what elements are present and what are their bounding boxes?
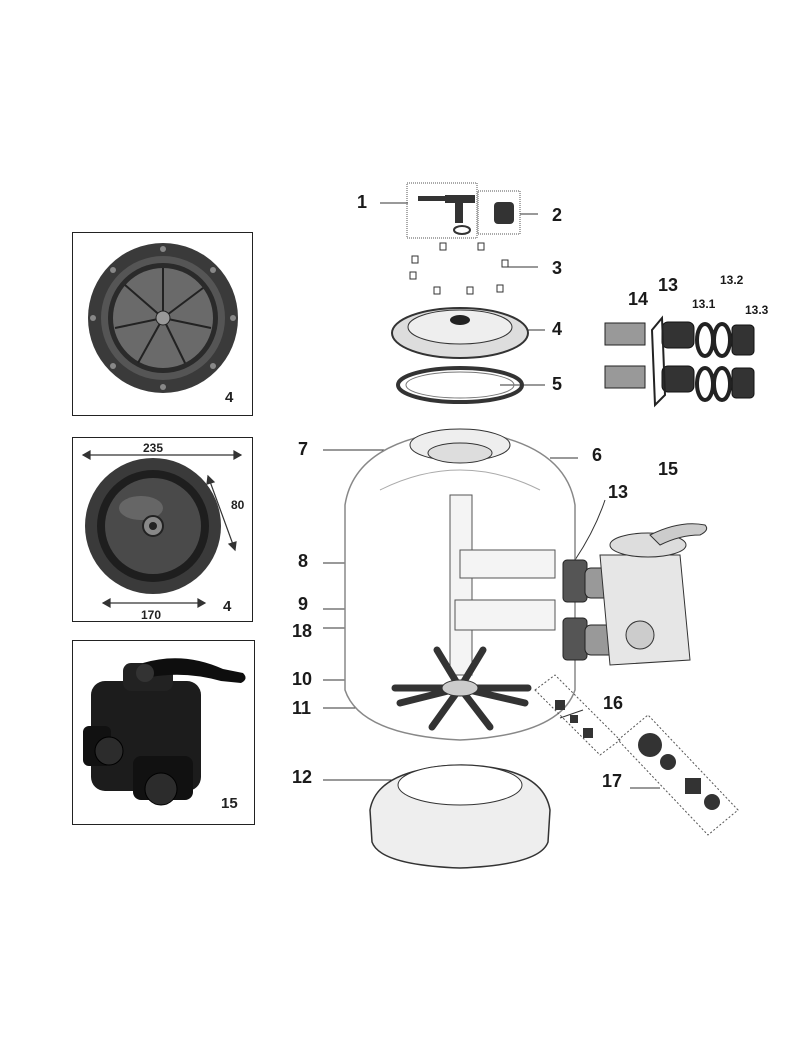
callout-1: 1	[357, 192, 368, 212]
callout-5: 5	[552, 374, 563, 394]
callout-14: 14	[628, 289, 649, 309]
callout-4: 4	[552, 319, 563, 339]
callout-13-2: 13.2	[720, 273, 744, 287]
callout-17: 17	[602, 771, 623, 791]
callout-11: 11	[292, 698, 312, 718]
multiport-valve-illustration	[83, 658, 246, 806]
callout-13-kit: 13	[658, 275, 679, 295]
inset-valve-photo: 15	[72, 640, 255, 825]
callout-12: 12	[292, 767, 313, 787]
callout-16: 16	[603, 693, 624, 713]
callout-6: 6	[592, 445, 603, 465]
inset-lid-top-view: 4	[72, 232, 253, 416]
callout-8: 8	[298, 551, 309, 571]
callout-9: 9	[298, 594, 309, 614]
callout-15: 15	[658, 459, 679, 479]
inset-lid-bottom-view: 235 80 170 4	[72, 437, 253, 622]
dimension-height-right: 80	[231, 498, 245, 512]
inset-label: 15	[221, 795, 238, 812]
callout-13-3: 13.3	[745, 303, 769, 317]
callout-13-1: 13.1	[692, 297, 716, 311]
inset-label: 4	[225, 389, 234, 406]
dimension-width-bottom: 170	[141, 608, 162, 622]
callout-18: 18	[292, 621, 313, 641]
callout-7: 7	[298, 439, 309, 459]
lid-bottom-view-illustration	[81, 449, 243, 609]
callout-13-tank: 13	[608, 482, 629, 502]
callout-3: 3	[552, 258, 563, 278]
inset-label: 4	[223, 598, 232, 615]
callout-10: 10	[292, 669, 313, 689]
lid-top-view-illustration	[88, 243, 238, 393]
dimension-width-top: 235	[143, 441, 164, 455]
callout-2: 2	[552, 205, 563, 225]
